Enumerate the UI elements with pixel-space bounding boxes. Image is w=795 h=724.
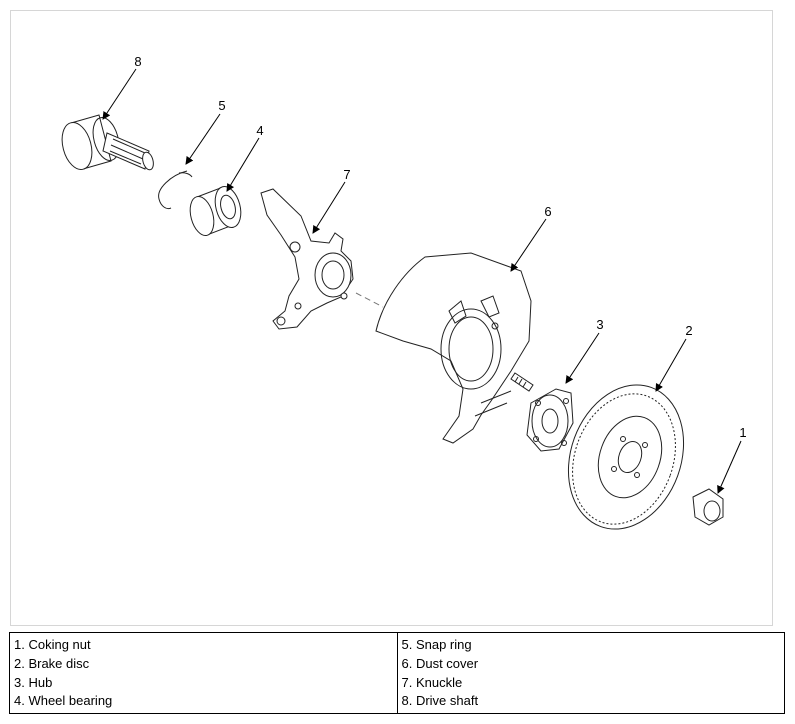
leader-lines (102, 68, 742, 494)
hub (526, 388, 574, 452)
callout-4: 4 (256, 123, 263, 138)
parts-legend: 1. Coking nut 2. Brake disc 3. Hub 4. Wh… (9, 632, 785, 714)
legend-item-snap-ring: 5. Snap ring (401, 637, 472, 652)
callout-3: 3 (596, 317, 603, 332)
legend-item-dust-cover: 6. Dust cover (401, 655, 479, 671)
legend-item-brake-disc: 2. Brake disc (14, 655, 90, 671)
dust-cover (375, 252, 532, 444)
exploded-diagram: 1 2 3 4 5 6 7 8 (10, 10, 773, 626)
legend-column-right: 5. Snap ring 6. Dust cover 7. Knuckle 8.… (396, 633, 785, 713)
legend-item-coking-nut: 1. Coking nut (14, 637, 91, 652)
wheel-bearing (189, 185, 242, 237)
drive-shaft (61, 114, 154, 171)
callout-1: 1 (739, 425, 746, 440)
legend-item-drive-shaft: 8. Drive shaft (401, 693, 479, 709)
callout-2: 2 (685, 323, 692, 338)
legend-item-wheel-bearing: 4. Wheel bearing (14, 693, 113, 709)
legend-item-hub: 3. Hub (14, 674, 53, 690)
legend-item-knuckle: 7. Knuckle (401, 674, 463, 690)
coking-nut (692, 488, 724, 526)
callout-5: 5 (218, 98, 225, 113)
callout-7: 7 (343, 167, 350, 182)
brake-disc (567, 384, 685, 530)
wheel-stud (510, 372, 534, 392)
callout-6: 6 (544, 204, 551, 219)
knuckle (260, 188, 354, 330)
snap-ring (158, 170, 193, 210)
legend-column-left: 1. Coking nut 2. Brake disc 3. Hub 4. Wh… (10, 633, 397, 713)
callout-8: 8 (134, 54, 141, 69)
axis-centerline (355, 292, 384, 308)
diagram-svg: 1 2 3 4 5 6 7 8 (61, 54, 747, 530)
